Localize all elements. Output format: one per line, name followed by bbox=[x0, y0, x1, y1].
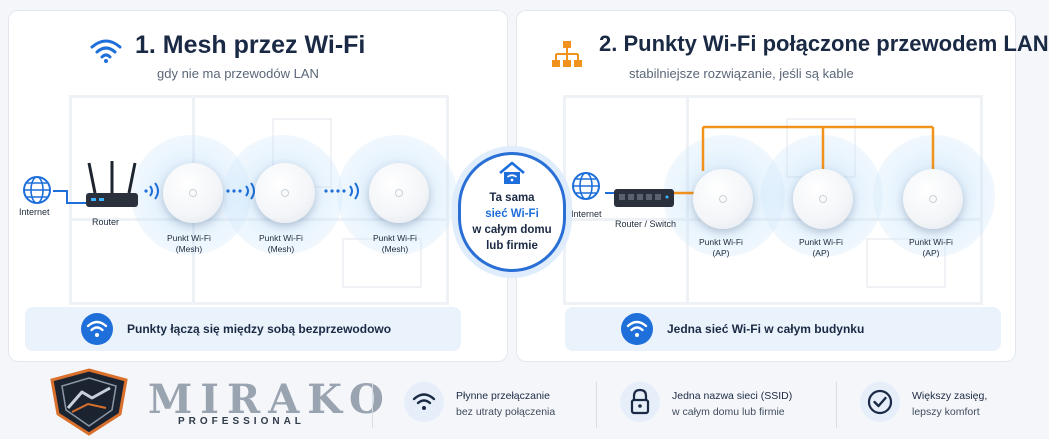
wireless-signal-icon bbox=[324, 182, 359, 200]
feature-subtitle: bez utraty połączenia bbox=[456, 406, 556, 418]
divider bbox=[372, 382, 373, 428]
wifi-icon bbox=[81, 313, 113, 345]
info-text: Punkty łączą się między sobą bezprzewodo… bbox=[127, 322, 392, 336]
feature-subtitle: lepszy komfort bbox=[912, 406, 980, 418]
switch-label: Router / Switch bbox=[615, 219, 677, 229]
internet-label: Internet bbox=[19, 207, 50, 217]
ap-label: Punkt Wi-Fi(AP) bbox=[699, 237, 743, 258]
ap-label: Punkt Wi-Fi(AP) bbox=[799, 237, 843, 258]
network-tree-icon bbox=[552, 41, 582, 67]
lan-access-point bbox=[793, 169, 853, 229]
ap-label: Punkt Wi-Fi(AP) bbox=[909, 237, 953, 258]
badge-line: w całym domu bbox=[472, 224, 552, 236]
globe-icon bbox=[572, 172, 600, 200]
mesh-access-point bbox=[163, 163, 223, 223]
feature-title: Jedna nazwa sieci (SSID) bbox=[672, 390, 793, 402]
panel-title: 1. Mesh przez Wi-Fi bbox=[135, 31, 366, 59]
router-icon bbox=[86, 161, 138, 207]
mirako-shield-logo bbox=[50, 368, 128, 436]
feature-subtitle: w całym domu lub firmie bbox=[672, 406, 785, 418]
divider bbox=[836, 382, 837, 428]
brand-tagline: PROFESSIONAL bbox=[178, 416, 305, 427]
router-label: Router bbox=[92, 217, 120, 227]
cable-line bbox=[53, 190, 89, 204]
panel-subtitle: stabilniejsze rozwiązanie, jeśli są kabl… bbox=[629, 66, 854, 81]
floor-plan-background bbox=[69, 95, 449, 305]
divider bbox=[596, 382, 597, 428]
lan-access-point bbox=[903, 169, 963, 229]
globe-icon bbox=[23, 176, 51, 204]
home-wifi-icon bbox=[499, 161, 525, 184]
feature-item: Jedna nazwa sieci (SSID) w całym domu lu… bbox=[620, 378, 830, 432]
feature-title: Płynne przełączanie bbox=[456, 390, 550, 402]
lan-access-point bbox=[693, 169, 753, 229]
badge-line: lub firmie bbox=[486, 240, 538, 252]
mesh-access-point bbox=[255, 163, 315, 223]
wifi-icon bbox=[90, 39, 122, 63]
feature-item: Płynne przełączanie bez utraty połączeni… bbox=[404, 378, 594, 432]
brand-name: MIRAKO bbox=[148, 376, 392, 423]
info-bar: Punkty łączą się między sobą bezprzewodo… bbox=[25, 307, 461, 351]
panel-subtitle: gdy nie ma przewodów LAN bbox=[157, 66, 319, 81]
wifi-icon bbox=[404, 382, 444, 422]
check-circle-icon bbox=[860, 382, 900, 422]
feature-item: Większy zasięg, lepszy komfort bbox=[860, 378, 1020, 432]
lock-icon bbox=[620, 382, 660, 422]
wifi-icon bbox=[621, 313, 653, 345]
ap-label: Punkt Wi-Fi(Mesh) bbox=[259, 233, 303, 254]
same-network-badge: Ta sama sieć Wi-Fi w całym domu lub firm… bbox=[458, 152, 566, 272]
mesh-access-point bbox=[369, 163, 429, 223]
ap-label: Punkt Wi-Fi(Mesh) bbox=[167, 233, 211, 254]
mesh-panel: 1. Mesh przez Wi-Fi gdy nie ma przewodów… bbox=[8, 10, 508, 362]
info-text: Jedna sieć Wi-Fi w całym budynku bbox=[667, 322, 865, 336]
badge-line: Ta sama bbox=[489, 192, 535, 204]
ap-label: Punkt Wi-Fi(Mesh) bbox=[373, 233, 417, 254]
badge-line: sieć Wi-Fi bbox=[485, 208, 539, 220]
lan-panel: 2. Punkty Wi-Fi połączone przewodem LAN … bbox=[516, 10, 1049, 362]
panel-title: 2. Punkty Wi-Fi połączone przewodem LAN bbox=[599, 31, 1049, 56]
feature-title: Większy zasięg, bbox=[912, 390, 988, 402]
cable-line bbox=[605, 192, 615, 194]
info-bar: Jedna sieć Wi-Fi w całym budynku bbox=[565, 307, 1001, 351]
switch-icon bbox=[614, 189, 674, 207]
internet-label: Internet bbox=[571, 209, 602, 219]
wireless-signal-icon bbox=[144, 182, 159, 200]
wireless-signal-icon bbox=[226, 182, 255, 200]
